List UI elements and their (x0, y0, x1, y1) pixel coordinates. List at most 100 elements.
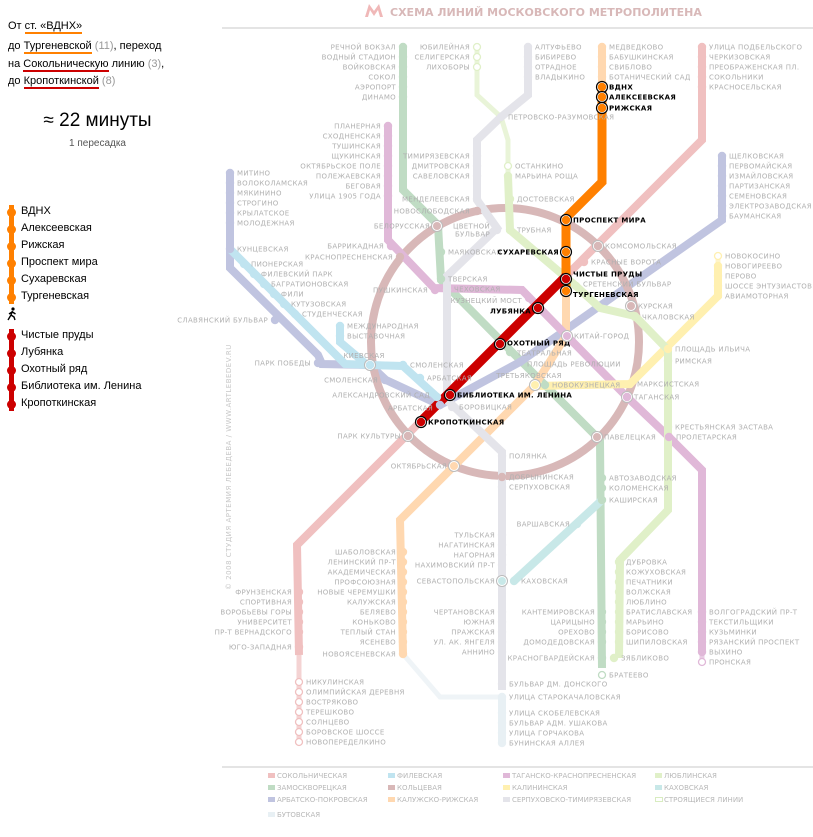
station-label[interactable]: БАГРАТИОНОВСКАЯ (271, 281, 348, 289)
station-dot[interactable] (294, 587, 304, 597)
station-dot[interactable] (597, 52, 607, 62)
station-label[interactable]: ПРОНСКАЯ (709, 659, 751, 667)
station-label[interactable]: ВАРШАВСКАЯ (517, 521, 570, 529)
station-label[interactable]: УЛИЦА СКОБЕЛЕВСКАЯ (509, 710, 600, 718)
station-dot[interactable] (561, 247, 571, 257)
station-label[interactable]: КРАСНОСЕЛЬСКАЯ (709, 84, 782, 92)
station-label[interactable]: КАХОВСКАЯ (521, 578, 568, 586)
station-label[interactable]: НОВОЯСЕНЕВСКАЯ (323, 651, 396, 659)
station-label[interactable]: ОСТАНКИНО (515, 163, 564, 171)
station-label[interactable]: КУНЦЕВСКАЯ (237, 246, 289, 254)
station-label[interactable]: ОТРАДНОЕ (535, 64, 577, 72)
station-dot[interactable] (697, 62, 707, 72)
from-station-link[interactable]: ст. «ВДНХ» (24, 20, 83, 34)
station-label[interactable]: СУХАРЕВСКАЯ (497, 249, 559, 257)
station-dot[interactable] (430, 285, 440, 295)
station-label[interactable]: ШИПИЛОВСКАЯ (626, 639, 688, 647)
station-dot[interactable] (597, 637, 607, 647)
station-label[interactable]: НИКУЛИНСКАЯ (306, 679, 364, 687)
station-dot[interactable] (496, 112, 506, 122)
station-dot[interactable] (614, 607, 624, 617)
station-label[interactable]: КРАСНОГВАРДЕЙСКАЯ (508, 654, 595, 663)
station-dot[interactable] (597, 92, 607, 102)
station-label[interactable]: ВЫСТАВОЧНАЯ (347, 333, 405, 341)
station-label[interactable]: ПРОСПЕКТ МИРА (573, 217, 646, 225)
station-dot[interactable] (614, 617, 624, 627)
station-dot[interactable] (597, 473, 607, 483)
station-label[interactable]: ОХОТНЫЙ РЯД (507, 339, 571, 348)
station-label[interactable]: ЩЕЛКОВСКАЯ (729, 153, 784, 161)
station-label[interactable]: СТУДЕНЧЕСКАЯ (302, 311, 363, 319)
station-dot[interactable] (294, 677, 304, 687)
station-label[interactable]: БИБИРЕВО (535, 54, 577, 62)
station-label[interactable]: РИЖСКАЯ (609, 105, 652, 113)
station-dot[interactable] (225, 168, 235, 178)
station-dot[interactable] (614, 557, 624, 567)
station-label[interactable]: ПАВЕЛЕЦКАЯ (604, 434, 656, 442)
station-dot[interactable] (713, 261, 723, 271)
station-dot[interactable] (497, 738, 507, 748)
station-dot[interactable] (597, 103, 607, 113)
station-label[interactable]: ТРЕТЬЯКОВСКАЯ (495, 372, 562, 380)
station-dot[interactable] (435, 400, 445, 410)
station-dot[interactable] (442, 285, 452, 295)
station-label[interactable]: ЛИХОБОРЫ (426, 64, 470, 72)
station-label[interactable]: НАГОРНАЯ (454, 552, 495, 560)
station-label[interactable]: МЕЖДУНАРОДНАЯ (347, 323, 419, 331)
station-label[interactable]: ПРОФСОЮЗНАЯ (334, 579, 396, 587)
station-dot[interactable] (531, 381, 539, 389)
station-label[interactable]: БИБЛИОТЕКА ИМ. ЛЕНИНА (457, 392, 572, 400)
station-label[interactable]: ДИНАМО (362, 94, 396, 102)
station-dot[interactable] (533, 303, 543, 313)
station-label[interactable]: ПРАЖСКАЯ (451, 629, 495, 637)
station-label[interactable]: ПАРК КУЛЬТУРЫ (337, 433, 401, 441)
station-label[interactable]: ЛУБЯНКА (490, 308, 531, 316)
station-label[interactable]: ВОЛОКОЛАМСКАЯ (237, 180, 308, 188)
station-dot[interactable] (383, 131, 393, 141)
station-label[interactable]: ВОРОБЬЕВЫ ГОРЫ (220, 609, 292, 617)
station-dot[interactable] (398, 617, 408, 627)
station-label[interactable]: КОЛОМЕНСКАЯ (609, 485, 669, 493)
station-dot[interactable] (416, 417, 426, 427)
station-label[interactable]: ТЕКСТИЛЬЩИКИ (708, 619, 774, 627)
station-label[interactable]: ПРЕОБРАЖЕНСКАЯ ПЛ. (709, 64, 799, 72)
station-dot[interactable] (335, 331, 345, 341)
station-dot[interactable] (403, 431, 413, 441)
station-dot[interactable] (294, 642, 304, 652)
station-dot[interactable] (571, 281, 581, 291)
station-label[interactable]: ОРЕХОВО (558, 629, 595, 637)
station-dot[interactable] (225, 188, 235, 198)
station-label[interactable]: ДУБРОВКА (626, 559, 667, 567)
station-dot[interactable] (597, 42, 607, 52)
station-label[interactable]: ЧКАЛОВСКАЯ (642, 314, 695, 322)
station-dot[interactable] (383, 151, 393, 161)
station-label[interactable]: СЕЛИГЕРСКАЯ (414, 54, 470, 62)
station-dot[interactable] (433, 222, 441, 230)
route-station-item[interactable]: Охотный ряд (21, 363, 88, 375)
station-dot[interactable] (386, 241, 396, 251)
station-label[interactable]: ПАРК ПОБЕДЫ (255, 360, 311, 368)
station-dot[interactable] (697, 82, 707, 92)
station-dot[interactable] (717, 211, 727, 221)
station-dot[interactable] (597, 607, 607, 617)
station-label[interactable]: ЛЮБЛИНО (626, 599, 667, 607)
station-label[interactable]: ВОЙКОВСКАЯ (343, 63, 396, 72)
station-label[interactable]: КАШИРСКАЯ (609, 497, 658, 505)
station-label[interactable]: НАХИМОВСКИЙ ПР-Т (415, 561, 496, 570)
station-label[interactable]: СОКОЛ (368, 74, 396, 82)
station-dot[interactable] (697, 627, 707, 637)
station-label[interactable]: ПЛОЩАДЬ РЕВОЛЮЦИИ (527, 361, 621, 369)
station-label[interactable]: СЕМЕНОВСКАЯ (729, 193, 787, 201)
station-dot[interactable] (505, 194, 515, 204)
station-label[interactable]: ПИОНЕРСКАЯ (251, 261, 303, 269)
station-dot[interactable] (269, 289, 279, 299)
station-label[interactable]: СВИБЛОВО (609, 64, 652, 72)
station-label[interactable]: КУТУЗОВСКАЯ (291, 301, 346, 309)
station-label[interactable]: БЕЛЯЕВО (360, 609, 396, 617)
route-station-item[interactable]: Кропоткинская (21, 397, 97, 409)
station-label[interactable]: КРОПОТКИНСКАЯ (428, 419, 504, 427)
station-dot[interactable] (294, 707, 304, 717)
station-dot[interactable] (472, 206, 482, 216)
station-label[interactable]: СТРОГИНО (237, 200, 279, 208)
